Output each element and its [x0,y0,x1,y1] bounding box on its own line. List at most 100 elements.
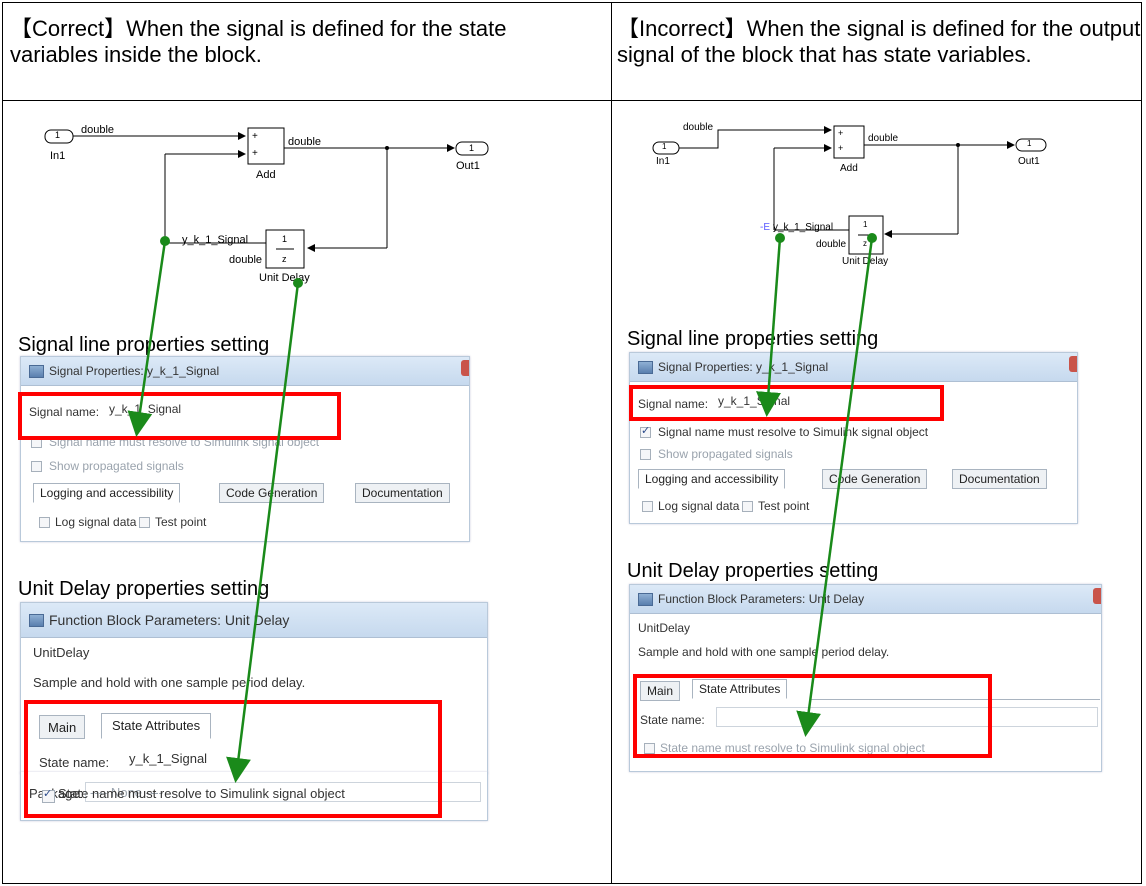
left-unit-delay-dialog-lower: Package: ---- None ---- [20,772,488,821]
delay-type-label-right: double [816,239,847,250]
in1-port-number: 1 [55,130,61,140]
add-plus-1: + [252,131,258,142]
tab-state-attributes[interactable]: State Attributes [101,713,212,739]
propagated-label: Show propagated signals [658,447,793,461]
add-label: Add [256,169,276,181]
add-label-right: Add [840,163,858,174]
package-select[interactable]: ---- None ---- [85,782,481,802]
left-signal-section-title: Signal line properties setting [18,334,270,356]
state-name-label: State name: [640,713,705,727]
tab-documentation[interactable]: Documentation [355,483,450,503]
add-plus-2: + [252,148,258,159]
state-name-input[interactable]: y_k_1_Signal [125,749,485,769]
tab-logging[interactable]: Logging and accessibility [638,469,786,489]
window-icon [29,365,44,378]
add-plus-1-right: + [838,128,844,138]
test-point-label: Test point [758,499,810,513]
close-icon[interactable] [1093,588,1101,604]
left-delay-arrow [226,282,300,783]
add-block-right[interactable] [833,125,865,159]
in1-type-label: double [81,124,115,136]
add-output-type: double [288,136,322,148]
state-name-label: State name: [39,755,110,770]
dialog-title-bar: Signal Properties: y_k_1_Signal [21,357,469,386]
delay-label-right: Unit Delay [842,256,889,267]
out1-port-number: 1 [469,143,475,153]
log-signal-label: Log signal data [658,499,740,513]
signal-name-label: y_k_1_Signal [182,234,249,246]
state-resolve-checkbox[interactable] [644,743,655,754]
resolve-label: Signal name must resolve to Simulink sig… [658,425,929,439]
delay-denominator: z [282,254,287,264]
dialog-title: Function Block Parameters: Unit Delay [49,612,290,628]
block-type: UnitDelay [33,645,90,660]
left-unit-section-title: Unit Delay properties setting [18,578,270,600]
state-resolve-label: State name must resolve to Simulink sign… [660,741,925,755]
dialog-title: Function Block Parameters: Unit Delay [658,592,865,606]
signal-name-label: Signal name: [29,405,100,419]
dialog-title: Signal Properties: y_k_1_Signal [658,360,829,374]
add-block[interactable] [247,127,285,165]
test-point-label: Test point [155,515,207,529]
window-icon [638,361,653,374]
header-divider [2,100,1142,101]
signal-name-label: Signal name: [638,397,709,411]
out1-port[interactable] [455,141,489,156]
close-icon[interactable] [461,360,469,376]
column-divider [611,2,612,884]
log-signal-checkbox[interactable] [642,501,653,512]
window-icon [29,614,44,627]
block-description: Sample and hold with one sample period d… [638,645,890,659]
add-plus-2-right: + [838,143,844,153]
right-unit-section-title: Unit Delay properties setting [627,560,879,582]
close-icon[interactable] [1069,356,1077,372]
out1-label: Out1 [456,160,480,172]
dialog-title: Signal Properties: y_k_1_Signal [49,364,220,378]
right-unit-delay-dialog: Function Block Parameters: Unit Delay Un… [629,584,1102,772]
log-signal-checkbox[interactable] [39,517,50,528]
window-icon [638,593,653,606]
left-signal-properties-dialog: Signal Properties: y_k_1_Signal Signal n… [20,356,470,542]
test-point-checkbox[interactable] [139,517,150,528]
delay-type-label: double [229,254,263,266]
signal-prefix-mark: -E [760,222,770,233]
tab-code-generation[interactable]: Code Generation [822,469,928,489]
right-signal-arrow [756,237,782,417]
left-signal-name-highlight [18,392,341,440]
propagated-label: Show propagated signals [49,459,184,473]
out1-port-number-right: 1 [1027,139,1032,148]
signal-name-input[interactable]: y_k_1_Signal [105,400,465,420]
tab-logging[interactable]: Logging and accessibility [33,483,181,503]
state-resolve-checkbox[interactable] [42,787,55,803]
delay-denominator-right: z [863,239,867,248]
right-signal-name-highlight [629,385,944,421]
right-delay-arrow [796,237,874,737]
left-state-attributes-highlight [24,700,442,818]
delay-numerator-right: 1 [863,220,868,229]
left-signal-arrow [127,240,167,437]
correct-header: 【Correct】When the signal is defined for … [10,16,507,67]
dialog-title-bar: Function Block Parameters: Unit Delay [630,585,1101,614]
tab-state-attributes[interactable]: State Attributes [692,679,788,699]
add-output-type-right: double [868,133,899,144]
tab-main[interactable]: Main [640,681,681,701]
resolve-checkbox[interactable] [640,424,651,438]
propagated-checkbox[interactable] [31,461,42,472]
block-description: Sample and hold with one sample period d… [33,675,306,690]
tab-main[interactable]: Main [39,715,86,739]
state-resolve-label: State name must resolve to Simulink sign… [58,786,345,801]
in1-label: In1 [50,150,66,162]
in1-label-right: In1 [656,156,670,167]
log-signal-label: Log signal data [55,515,137,529]
test-point-checkbox[interactable] [742,501,753,512]
incorrect-header: 【Incorrect】When the signal is defined fo… [617,16,1141,67]
tab-documentation[interactable]: Documentation [952,469,1047,489]
propagated-checkbox[interactable] [640,449,651,460]
signal-name-label-right: y_k_1_Signal [773,222,834,233]
right-signal-section-title: Signal line properties setting [627,328,879,350]
block-type: UnitDelay [638,621,691,635]
delay-numerator: 1 [282,234,288,244]
out1-port-right[interactable] [1015,138,1047,152]
